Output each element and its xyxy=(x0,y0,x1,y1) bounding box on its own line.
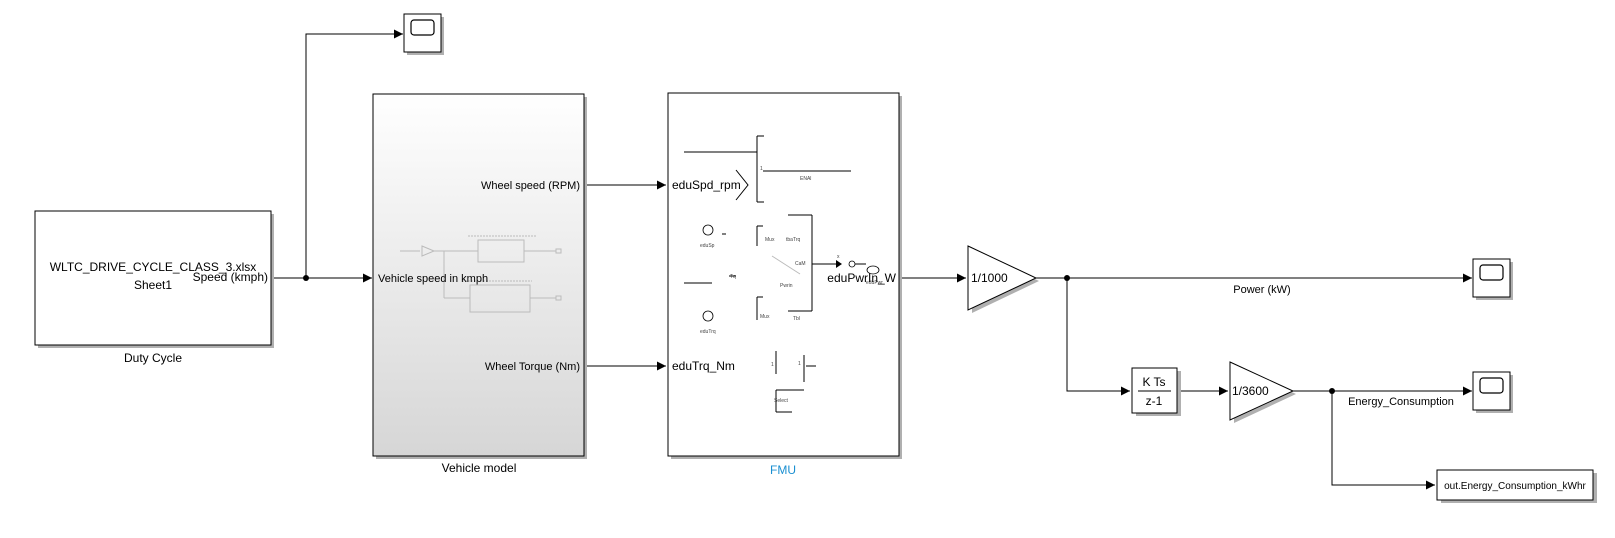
duty-cycle-file: WLTC_DRIVE_CYCLE_CLASS_3.xlsx xyxy=(50,260,257,274)
branch-point-speed xyxy=(303,275,309,281)
svg-text:eduSp: eduSp xyxy=(700,243,715,249)
svg-text:1: 1 xyxy=(798,361,801,367)
svg-text:Pwrin: Pwrin xyxy=(780,283,793,289)
vehicle-model-port-out-speed: Wheel speed (RPM) xyxy=(481,180,580,192)
scope-screen-icon xyxy=(410,19,435,36)
svg-text:tbaTrq: tbaTrq xyxy=(786,237,800,243)
integrator-in-line[interactable] xyxy=(1066,278,1130,396)
scope-screen-icon xyxy=(1479,264,1504,281)
svg-text:Tbl: Tbl xyxy=(793,316,800,322)
gain-power-value: 1/1000 xyxy=(971,271,1008,285)
svg-text:Tq: Tq xyxy=(730,274,736,280)
scope-energy[interactable] xyxy=(1472,371,1513,413)
integrator-numerator: K Ts xyxy=(1142,375,1165,389)
fmu-port-out: eduPwrIn_W xyxy=(827,271,896,285)
fmu-port-in-torque: eduTrq_Nm xyxy=(672,359,735,373)
svg-text:Mux: Mux xyxy=(760,314,770,320)
speed-scope-line[interactable] xyxy=(305,29,403,278)
fmu-port-in-speed: eduSpd_rpm xyxy=(672,178,741,192)
energy-signal-label: Energy_Consumption xyxy=(1348,396,1454,408)
duty-cycle-port-out: Speed (kmph) xyxy=(193,270,268,284)
scope-power[interactable] xyxy=(1472,258,1513,300)
vehicle-model-preview xyxy=(400,235,562,313)
vehicle-model-port-in: Vehicle speed in kmph xyxy=(378,273,488,285)
svg-text:Mux: Mux xyxy=(765,237,775,243)
scope-speed[interactable] xyxy=(403,13,444,55)
svg-text:CaM: CaM xyxy=(795,261,806,267)
svg-text:x: x xyxy=(837,254,840,260)
signal-lines xyxy=(270,29,1472,490)
svg-text:1: 1 xyxy=(760,166,763,172)
duty-cycle-sheet: Sheet1 xyxy=(134,278,172,292)
duty-cycle-name: Duty Cycle xyxy=(124,351,182,365)
gain-energy-value: 1/3600 xyxy=(1232,384,1269,398)
vehicle-model-name: Vehicle model xyxy=(442,461,517,475)
vehicle-model-port-out-torque: Wheel Torque (Nm) xyxy=(485,361,580,373)
integrator-denominator: z-1 xyxy=(1146,394,1163,408)
svg-text:1: 1 xyxy=(771,362,774,368)
power-signal-label: Power (kW) xyxy=(1233,284,1290,296)
fmu-internal-preview: ENAl 1 eduSp Mux tbaTrq CaM Pwrin Tq Mux… xyxy=(684,135,883,413)
to-workspace-variable: out.Energy_Consumption_kWhr xyxy=(1444,481,1586,492)
svg-text:ENAl: ENAl xyxy=(800,176,811,182)
scope-screen-icon xyxy=(1479,377,1504,394)
gain-energy-block[interactable]: 1/3600 xyxy=(1229,361,1296,423)
gain-power-block[interactable]: 1/1000 xyxy=(967,245,1039,313)
to-workspace-block[interactable]: out.Energy_Consumption_kWhr xyxy=(1436,469,1597,503)
duty-cycle-block[interactable]: WLTC_DRIVE_CYCLE_CLASS_3.xlsx Sheet1 Spe… xyxy=(34,210,274,348)
fmu-name: FMU xyxy=(770,463,796,477)
svg-text:Select: Select xyxy=(774,398,789,404)
svg-text:eduTrq: eduTrq xyxy=(700,329,716,335)
vehicle-model-block[interactable]: Vehicle speed in kmph Wheel speed (RPM) … xyxy=(372,93,587,459)
to-workspace-line[interactable] xyxy=(1331,391,1435,490)
fmu-block[interactable]: ENAl 1 eduSp Mux tbaTrq CaM Pwrin Tq Mux… xyxy=(667,92,902,459)
discrete-integrator-block[interactable]: K Ts z-1 xyxy=(1131,367,1181,416)
svg-text:eduPwr: eduPwr xyxy=(866,280,883,286)
